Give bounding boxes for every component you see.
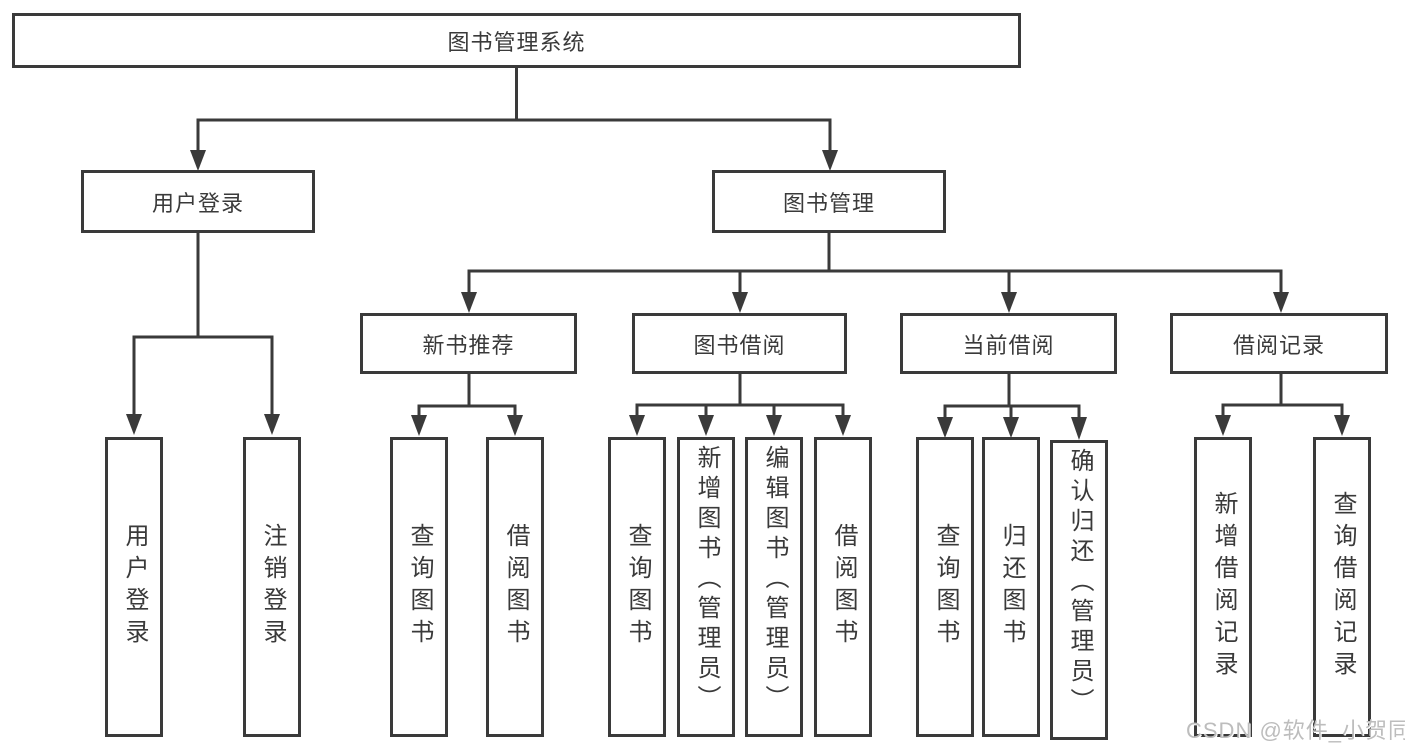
leaf-add-books-admin: 新增图书（管理员） [677,437,735,737]
node-user-login-label: 用户登录 [151,190,244,216]
leaf-borrow-books-recommend: 借阅图书 [486,437,544,737]
leaf-confirm-return-admin: 确认归还（管理员） [1050,440,1108,740]
leaf-logout-label: 注销登录 [259,523,286,651]
leaf-query-books-current: 查询图书 [916,437,974,737]
node-borrow-record: 借阅记录 [1170,313,1388,374]
node-current-borrow: 当前借阅 [900,313,1117,374]
node-user-login: 用户登录 [81,170,315,233]
node-current-borrow-label: 当前借阅 [962,332,1055,358]
leaf-add-borrow-record-label: 新增借阅记录 [1210,491,1237,683]
leaf-edit-books-admin: 编辑图书（管理员） [745,437,803,737]
leaf-borrow-books-label: 借阅图书 [830,523,857,651]
leaf-borrow-books-recommend-label: 借阅图书 [502,523,529,651]
leaf-user-login-label: 用户登录 [121,523,148,651]
leaf-query-borrow-record-label: 查询借阅记录 [1329,491,1356,683]
node-root-label: 图书管理系统 [447,29,586,55]
node-book-borrow: 图书借阅 [632,313,847,374]
node-new-book-recommend: 新书推荐 [360,313,577,374]
leaf-edit-books-admin-label: 编辑图书（管理员） [761,445,788,715]
leaf-borrow-books: 借阅图书 [814,437,872,737]
node-book-management-label: 图书管理 [782,190,875,216]
node-borrow-record-label: 借阅记录 [1232,332,1325,358]
leaf-return-books-label: 归还图书 [998,523,1025,651]
leaf-query-books-borrow-label: 查询图书 [624,523,651,651]
leaf-query-books-recommend-label: 查询图书 [406,523,433,651]
node-book-management: 图书管理 [712,170,946,233]
leaf-query-borrow-record: 查询借阅记录 [1313,437,1371,737]
leaf-user-login: 用户登录 [105,437,163,737]
node-book-borrow-label: 图书借阅 [693,332,786,358]
leaf-query-books-recommend: 查询图书 [390,437,448,737]
leaf-confirm-return-admin-label: 确认归还（管理员） [1066,448,1093,718]
csdn-watermark: CSDN @软件_小贺同学 [1186,718,1405,743]
leaf-add-books-admin-label: 新增图书（管理员） [693,445,720,715]
leaf-logout: 注销登录 [243,437,301,737]
leaf-query-books-borrow: 查询图书 [608,437,666,737]
node-root: 图书管理系统 [12,13,1021,68]
leaf-add-borrow-record: 新增借阅记录 [1194,437,1252,737]
leaf-query-books-current-label: 查询图书 [932,523,959,651]
node-new-book-recommend-label: 新书推荐 [422,332,515,358]
leaf-return-books: 归还图书 [982,437,1040,737]
